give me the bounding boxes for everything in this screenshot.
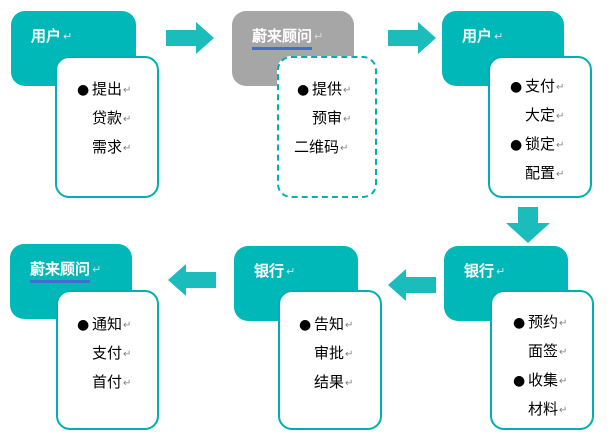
paragraph-mark-icon: ↵ bbox=[123, 143, 132, 154]
list-item: 二维码↵ bbox=[294, 133, 375, 162]
step-1-title: 用户 bbox=[31, 27, 62, 45]
step-5-title: 银行 bbox=[254, 262, 285, 280]
step-3-card: ●支付↵ 大定↵ ●锁定↵ 配置↵ bbox=[488, 56, 592, 198]
step-2-title: 蔚来顾问 bbox=[252, 25, 313, 50]
step-4-items: ●预约↵ 面签↵ ●收集↵ 材料↵ bbox=[492, 308, 592, 424]
paragraph-mark-icon: ↵ bbox=[343, 85, 352, 96]
list-item: ●提供↵ bbox=[297, 75, 375, 104]
list-item: 大定↵ bbox=[510, 101, 590, 130]
bullet-icon: ● bbox=[513, 373, 526, 389]
step-6-card: ●通知↵ 支付↵ 首付↵ bbox=[56, 290, 159, 430]
step-1-card: ●提出↵ 贷款↵ 需求↵ bbox=[55, 56, 159, 198]
item-text: 结果 bbox=[314, 373, 345, 391]
list-item: 结果↵ bbox=[299, 368, 380, 397]
paragraph-mark-icon: ↵ bbox=[343, 114, 352, 125]
item-text: 预审 bbox=[312, 109, 343, 127]
item-text: 锁定 bbox=[525, 135, 556, 153]
item-text: 提出 bbox=[92, 80, 123, 98]
arrow-left-icon bbox=[168, 264, 216, 296]
bullet-icon: ● bbox=[297, 82, 310, 98]
paragraph-mark-icon: ↵ bbox=[340, 143, 349, 154]
item-text: 首付 bbox=[92, 373, 123, 391]
item-text: 贷款 bbox=[92, 109, 123, 127]
item-text: 收集 bbox=[528, 371, 559, 389]
step-2-items: ●提供↵ 预审↵ 二维码↵ bbox=[279, 75, 375, 162]
bullet-icon: ● bbox=[77, 82, 90, 98]
paragraph-mark-icon: ↵ bbox=[123, 378, 132, 389]
arrow-down-icon bbox=[506, 207, 550, 243]
paragraph-mark-icon: ↵ bbox=[314, 30, 324, 43]
paragraph-mark-icon: ↵ bbox=[286, 265, 296, 278]
paragraph-mark-icon: ↵ bbox=[559, 376, 568, 387]
bullet-icon: ● bbox=[513, 315, 526, 331]
item-text: 支付 bbox=[525, 77, 556, 95]
paragraph-mark-icon: ↵ bbox=[556, 111, 565, 122]
item-text: 二维码 bbox=[294, 138, 340, 156]
paragraph-mark-icon: ↵ bbox=[556, 140, 565, 151]
arrow-right-icon bbox=[166, 22, 214, 54]
list-item: 支付↵ bbox=[77, 339, 157, 368]
step-3-items: ●支付↵ 大定↵ ●锁定↵ 配置↵ bbox=[490, 72, 590, 188]
item-text: 面签 bbox=[528, 342, 559, 360]
step-2-card: ●提供↵ 预审↵ 二维码↵ bbox=[277, 56, 377, 198]
paragraph-mark-icon: ↵ bbox=[559, 405, 568, 416]
paragraph-mark-icon: ↵ bbox=[92, 263, 102, 276]
step-3-title: 用户 bbox=[462, 27, 493, 45]
arrow-right-icon bbox=[388, 22, 436, 54]
step-6-items: ●通知↵ 支付↵ 首付↵ bbox=[58, 310, 157, 397]
item-text: 预约 bbox=[528, 313, 559, 331]
bullet-icon: ● bbox=[299, 317, 312, 333]
paragraph-mark-icon: ↵ bbox=[556, 169, 565, 180]
paragraph-mark-icon: ↵ bbox=[123, 320, 132, 331]
list-item: 配置↵ bbox=[510, 159, 590, 188]
list-item: ●支付↵ bbox=[510, 72, 590, 101]
list-item: 需求↵ bbox=[77, 133, 157, 162]
paragraph-mark-icon: ↵ bbox=[63, 30, 73, 43]
item-text: 告知 bbox=[314, 315, 345, 333]
step-5-card: ●告知↵ 审批↵ 结果↵ bbox=[278, 290, 382, 430]
list-item: 审批↵ bbox=[299, 339, 380, 368]
paragraph-mark-icon: ↵ bbox=[496, 265, 506, 278]
bullet-icon: ● bbox=[510, 137, 523, 153]
list-item: 面签↵ bbox=[513, 337, 592, 366]
list-item: ●锁定↵ bbox=[510, 130, 590, 159]
step-4-title: 银行 bbox=[464, 262, 495, 280]
bullet-icon: ● bbox=[77, 317, 90, 333]
step-1-items: ●提出↵ 贷款↵ 需求↵ bbox=[57, 75, 157, 162]
paragraph-mark-icon: ↵ bbox=[345, 320, 354, 331]
item-text: 通知 bbox=[92, 315, 123, 333]
paragraph-mark-icon: ↵ bbox=[559, 318, 568, 329]
list-item: 预审↵ bbox=[297, 104, 375, 133]
paragraph-mark-icon: ↵ bbox=[494, 30, 504, 43]
paragraph-mark-icon: ↵ bbox=[123, 114, 132, 125]
item-text: 大定 bbox=[525, 106, 556, 124]
paragraph-mark-icon: ↵ bbox=[345, 349, 354, 360]
step-6-title: 蔚来顾问 bbox=[30, 258, 91, 283]
list-item: 首付↵ bbox=[77, 368, 157, 397]
item-text: 审批 bbox=[314, 344, 345, 362]
item-text: 配置 bbox=[525, 164, 556, 182]
list-item: 贷款↵ bbox=[77, 104, 157, 133]
paragraph-mark-icon: ↵ bbox=[556, 82, 565, 93]
list-item: ●告知↵ bbox=[299, 310, 380, 339]
list-item: ●预约↵ bbox=[513, 308, 592, 337]
item-text: 支付 bbox=[92, 344, 123, 362]
paragraph-mark-icon: ↵ bbox=[559, 347, 568, 358]
item-text: 需求 bbox=[92, 138, 123, 156]
paragraph-mark-icon: ↵ bbox=[123, 349, 132, 360]
step-4-card: ●预约↵ 面签↵ ●收集↵ 材料↵ bbox=[490, 290, 594, 430]
arrow-left-icon bbox=[388, 269, 436, 301]
paragraph-mark-icon: ↵ bbox=[123, 85, 132, 96]
list-item: 材料↵ bbox=[513, 395, 592, 424]
list-item: ●提出↵ bbox=[77, 75, 157, 104]
bullet-icon: ● bbox=[510, 79, 523, 95]
list-item: ●通知↵ bbox=[77, 310, 157, 339]
item-text: 提供 bbox=[312, 80, 343, 98]
paragraph-mark-icon: ↵ bbox=[345, 378, 354, 389]
step-5-items: ●告知↵ 审批↵ 结果↵ bbox=[280, 310, 380, 397]
list-item: ●收集↵ bbox=[513, 366, 592, 395]
item-text: 材料 bbox=[528, 400, 559, 418]
